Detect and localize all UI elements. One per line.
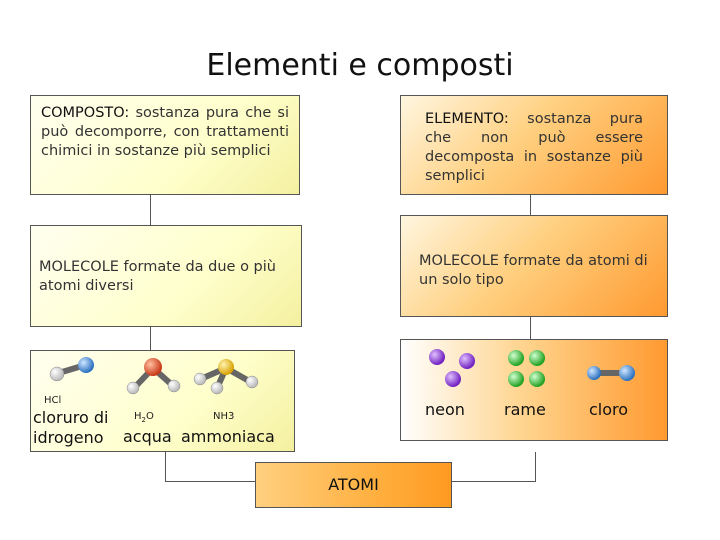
cloro-label: cloro bbox=[589, 400, 629, 419]
neon-atoms bbox=[429, 349, 475, 387]
elemento-definition-text: ELEMENTO: sostanza pura che non può esse… bbox=[425, 110, 643, 186]
hcl-name-line1: cloruro di bbox=[33, 408, 109, 427]
water-formula-o: O bbox=[146, 411, 154, 422]
hcl-formula: HCl bbox=[44, 395, 62, 406]
atomi-label: ATOMI bbox=[328, 475, 379, 494]
oxygen-atom bbox=[144, 358, 162, 376]
connector-composti-atomi-v bbox=[165, 452, 166, 482]
elemento-definition: sostanza pura che non può essere decompo… bbox=[425, 111, 643, 184]
molecole-composto-text: MOLECOLE formate da due o più atomi dive… bbox=[39, 259, 276, 294]
copper-atom bbox=[529, 371, 545, 387]
molecole-elemento-text: MOLECOLE formate da atomi di un solo tip… bbox=[419, 253, 648, 288]
hydrogen-atom bbox=[126, 381, 140, 395]
neon-atom bbox=[429, 349, 445, 365]
water-formula-h: H bbox=[134, 411, 142, 422]
hcl-name-line2: idrogeno bbox=[33, 428, 104, 447]
hydrogen-atom bbox=[49, 366, 65, 382]
water-molecule bbox=[126, 358, 181, 395]
connector-composto-molecole bbox=[150, 195, 151, 225]
connector-molecole-elementi-examples bbox=[530, 317, 531, 339]
connector-molecole-composti-examples bbox=[150, 327, 151, 350]
connector-elemento-molecole bbox=[530, 195, 531, 215]
water-formula: H2O bbox=[134, 411, 154, 424]
water-name: acqua bbox=[123, 427, 172, 446]
molecole-composto-box: MOLECOLE formate da due o più atomi dive… bbox=[30, 225, 302, 327]
composto-definition-text: COMPOSTO: sostanza pura che si può decom… bbox=[41, 104, 289, 161]
chlorine-atom bbox=[587, 366, 601, 380]
elemento-definition-box: ELEMENTO: sostanza pura che non può esse… bbox=[400, 95, 668, 195]
hydrogen-atom bbox=[167, 379, 181, 393]
ammonia-formula: NH3 bbox=[213, 411, 235, 422]
copper-atoms bbox=[508, 350, 545, 387]
chlorine-atom bbox=[619, 365, 635, 381]
hydrogen-atom bbox=[210, 381, 224, 395]
connector-composti-atomi-h bbox=[165, 481, 255, 482]
chlorine-molecule bbox=[587, 365, 635, 381]
neon-label: neon bbox=[425, 400, 465, 419]
hydrogen-atom bbox=[245, 375, 259, 389]
copper-atom bbox=[529, 350, 545, 366]
composto-term: COMPOSTO: bbox=[41, 105, 130, 121]
ammonia-name: ammoniaca bbox=[181, 427, 275, 446]
rame-label: rame bbox=[504, 400, 546, 419]
hydrogen-atom bbox=[193, 372, 207, 386]
chlorine-atom bbox=[78, 357, 94, 373]
atomi-box: ATOMI bbox=[255, 462, 452, 508]
ammonia-molecule bbox=[193, 359, 259, 395]
water-formula-sub: 2 bbox=[141, 416, 146, 424]
elemento-term: ELEMENTO: bbox=[425, 111, 509, 127]
connector-elementi-atomi-h bbox=[452, 481, 536, 482]
connector-elementi-atomi-v bbox=[535, 452, 536, 482]
composto-definition: sostanza pura che si può decomporre, con… bbox=[41, 105, 289, 159]
page-title: Elementi e composti bbox=[206, 48, 514, 83]
neon-atom bbox=[459, 353, 475, 369]
copper-atom bbox=[508, 350, 524, 366]
neon-atom bbox=[445, 371, 461, 387]
molecole-elemento-box: MOLECOLE formate da atomi di un solo tip… bbox=[400, 215, 668, 317]
copper-atom bbox=[508, 371, 524, 387]
nitrogen-atom bbox=[218, 359, 234, 375]
hcl-molecule bbox=[49, 357, 94, 382]
composto-definition-box: COMPOSTO: sostanza pura che si può decom… bbox=[30, 95, 300, 195]
